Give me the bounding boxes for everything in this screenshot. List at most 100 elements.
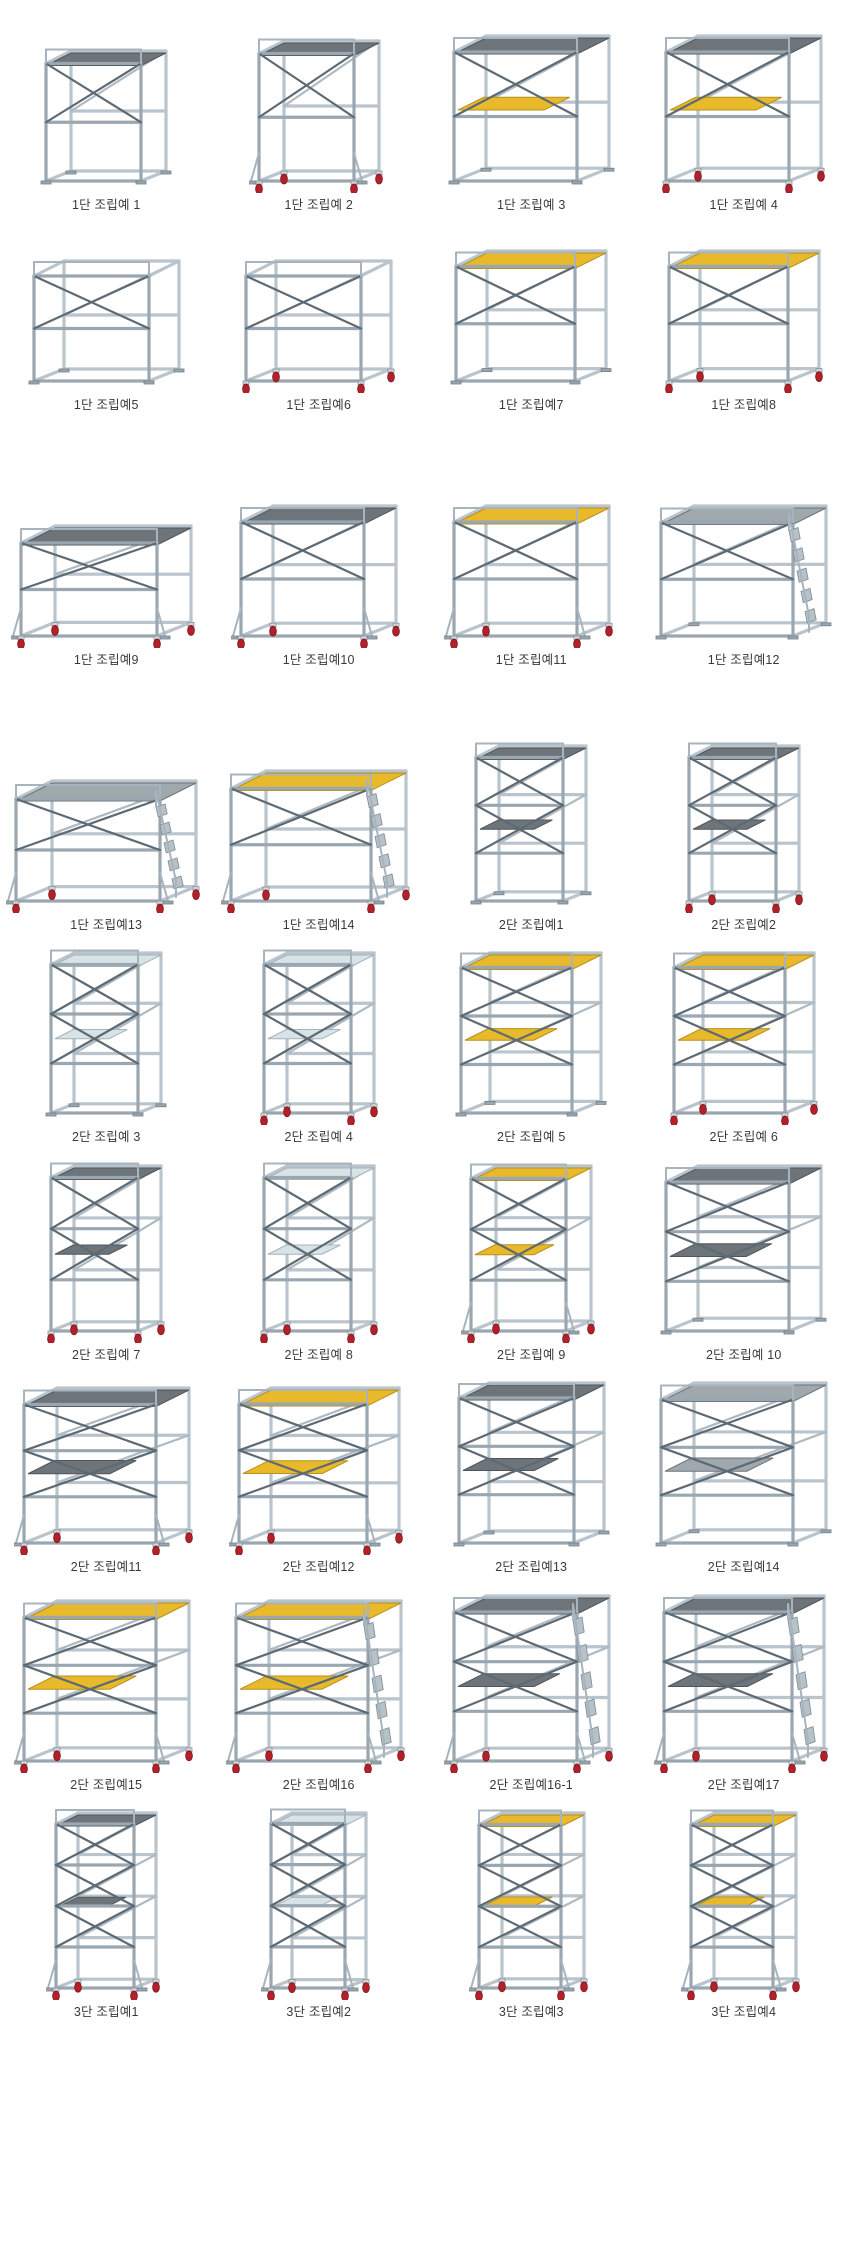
- catalog-item[interactable]: 2단 조립예16-1: [425, 1588, 638, 1806]
- scaffold-figure: [427, 243, 636, 393]
- item-caption: 2단 조립예 3: [72, 1130, 141, 1144]
- catalog-row: 2단 조립예 3 2단 조립예 4 2단 조립예 5 2단 조립예 6: [0, 945, 850, 1158]
- scaffold-illustration: [259, 949, 378, 1125]
- item-caption: 1단 조립예5: [73, 397, 139, 412]
- catalog-item[interactable]: 1단 조립예7: [425, 225, 638, 425]
- scaffold-figure: [640, 1805, 849, 2000]
- item-caption: 3단 조립예3: [498, 2005, 564, 2019]
- scaffold-illustration: [443, 503, 613, 648]
- scaffold-figure: [2, 43, 211, 193]
- scaffold-figure: [427, 1588, 636, 1773]
- catalog-item[interactable]: 2단 조립예 7: [0, 1158, 213, 1376]
- catalog-item[interactable]: 1단 조립예 2: [213, 0, 426, 225]
- catalog-item[interactable]: 1단 조립예8: [638, 225, 850, 425]
- scaffold-illustration: [261, 1808, 371, 2000]
- scaffold-figure: [640, 738, 849, 913]
- scaffold-figure: [2, 945, 211, 1125]
- catalog-item[interactable]: 3단 조립예4: [638, 1805, 850, 2033]
- catalog-item[interactable]: 2단 조립예 4: [213, 945, 426, 1158]
- item-caption: 1단 조립예13: [70, 917, 143, 932]
- item-caption: 1단 조립예 4: [709, 197, 778, 212]
- scaffold-illustration: [47, 1162, 166, 1343]
- catalog-item[interactable]: 1단 조립예11: [425, 425, 638, 680]
- catalog-item[interactable]: 2단 조립예15: [0, 1588, 213, 1806]
- scaffold-figure: [2, 253, 211, 393]
- catalog-item[interactable]: 2단 조립예 5: [425, 945, 638, 1158]
- catalog-item[interactable]: 1단 조립예9: [0, 425, 213, 680]
- catalog-item[interactable]: 2단 조립예16: [213, 1588, 426, 1806]
- scaffold-figure: [2, 518, 211, 648]
- catalog-item[interactable]: 2단 조립예 9: [425, 1158, 638, 1376]
- scaffold-illustration: [468, 1809, 588, 2000]
- catalog-row: 2단 조립예11 2단 조립예12 2단 조립예13 2단 조립예14: [0, 1375, 850, 1588]
- catalog-item[interactable]: 1단 조립예12: [638, 425, 850, 680]
- catalog-item[interactable]: 2단 조립예13: [425, 1375, 638, 1588]
- scaffold-figure: [215, 33, 424, 193]
- item-caption: 1단 조립예6: [286, 397, 352, 412]
- item-caption: 1단 조립예12: [707, 652, 780, 667]
- catalog-item[interactable]: 2단 조립예2: [638, 680, 850, 945]
- scaffold-illustration: [226, 1598, 406, 1773]
- scaffold-illustration: [455, 951, 607, 1117]
- item-caption: 2단 조립예 9: [497, 1347, 566, 1362]
- item-caption: 1단 조립예11: [495, 652, 567, 667]
- scaffold-figure: [427, 1805, 636, 2000]
- scaffold-illustration: [664, 248, 823, 393]
- item-caption: 2단 조립예 5: [497, 1130, 566, 1144]
- item-caption: 3단 조립예2: [286, 2005, 352, 2019]
- item-caption: 2단 조립예12: [282, 1560, 355, 1574]
- scaffold-illustration: [655, 1381, 832, 1547]
- catalog-item[interactable]: 1단 조립예14: [213, 680, 426, 945]
- catalog-row: 1단 조립예9 1단 조립예10 1단 조립예11 1단 조립예12: [0, 425, 850, 680]
- catalog-item[interactable]: 1단 조립예 3: [425, 0, 638, 225]
- item-caption: 2단 조립예 4: [284, 1130, 353, 1144]
- scaffold-figure: [215, 1593, 424, 1773]
- catalog-item[interactable]: 1단 조립예5: [0, 225, 213, 425]
- item-caption: 2단 조립예17: [707, 1777, 780, 1792]
- catalog-item[interactable]: 2단 조립예12: [213, 1375, 426, 1588]
- catalog-item[interactable]: 1단 조립예10: [213, 425, 426, 680]
- catalog-row: 2단 조립예 7 2단 조립예 8 2단 조립예 9 2단 조립예 10: [0, 1158, 850, 1376]
- scaffold-illustration: [231, 503, 401, 648]
- catalog-item[interactable]: 1단 조립예13: [0, 680, 213, 945]
- item-caption: 2단 조립예13: [495, 1560, 568, 1574]
- item-caption: 2단 조립예 8: [284, 1347, 353, 1362]
- item-caption: 2단 조립예15: [70, 1777, 143, 1792]
- item-caption: 2단 조립예14: [707, 1560, 780, 1574]
- scaffold-figure: [640, 1158, 849, 1343]
- catalog-item[interactable]: 1단 조립예6: [213, 225, 426, 425]
- catalog-item[interactable]: 3단 조립예1: [0, 1805, 213, 2033]
- catalog-item[interactable]: 2단 조립예 3: [0, 945, 213, 1158]
- scaffold-illustration: [653, 1593, 828, 1773]
- catalog-item[interactable]: 3단 조립예3: [425, 1805, 638, 2033]
- catalog-row: 3단 조립예1 3단 조립예2 3단 조립예3 3단 조립예4: [0, 1805, 850, 2033]
- scaffold-illustration: [259, 1162, 378, 1343]
- scaffold-figure: [215, 945, 424, 1125]
- scaffold-illustration: [13, 1598, 193, 1773]
- item-caption: 1단 조립예9: [73, 652, 139, 667]
- catalog-item[interactable]: 2단 조립예17: [638, 1588, 850, 1806]
- item-caption: 1단 조립예14: [282, 917, 355, 932]
- catalog-item[interactable]: 1단 조립예 4: [638, 0, 850, 225]
- catalog-item[interactable]: 3단 조립예2: [213, 1805, 426, 2033]
- catalog-item[interactable]: 1단 조립예 1: [0, 0, 213, 225]
- catalog-item[interactable]: 2단 조립예1: [425, 680, 638, 945]
- catalog-item[interactable]: 2단 조립예14: [638, 1375, 850, 1588]
- catalog-item[interactable]: 2단 조립예 8: [213, 1158, 426, 1376]
- scaffold-figure: [427, 945, 636, 1125]
- scaffold-catalog: 1단 조립예 1 1단 조립예 2 1단 조립예 3 1단 조립예 4 1단 조립예5 1…: [0, 0, 850, 2033]
- scaffold-illustration: [6, 778, 201, 913]
- scaffold-figure: [215, 1805, 424, 2000]
- item-caption: 1단 조립예10: [282, 652, 355, 667]
- item-caption: 1단 조립예 2: [284, 197, 353, 212]
- catalog-item[interactable]: 2단 조립예 6: [638, 945, 850, 1158]
- scaffold-illustration: [461, 1163, 596, 1343]
- scaffold-illustration: [221, 768, 411, 913]
- scaffold-illustration: [46, 1809, 161, 2000]
- scaffold-illustration: [669, 951, 818, 1125]
- scaffold-figure: [640, 28, 849, 193]
- scaffold-illustration: [448, 33, 615, 184]
- scaffold-figure: [427, 498, 636, 648]
- catalog-item[interactable]: 2단 조립예 10: [638, 1158, 850, 1376]
- catalog-item[interactable]: 2단 조립예11: [0, 1375, 213, 1588]
